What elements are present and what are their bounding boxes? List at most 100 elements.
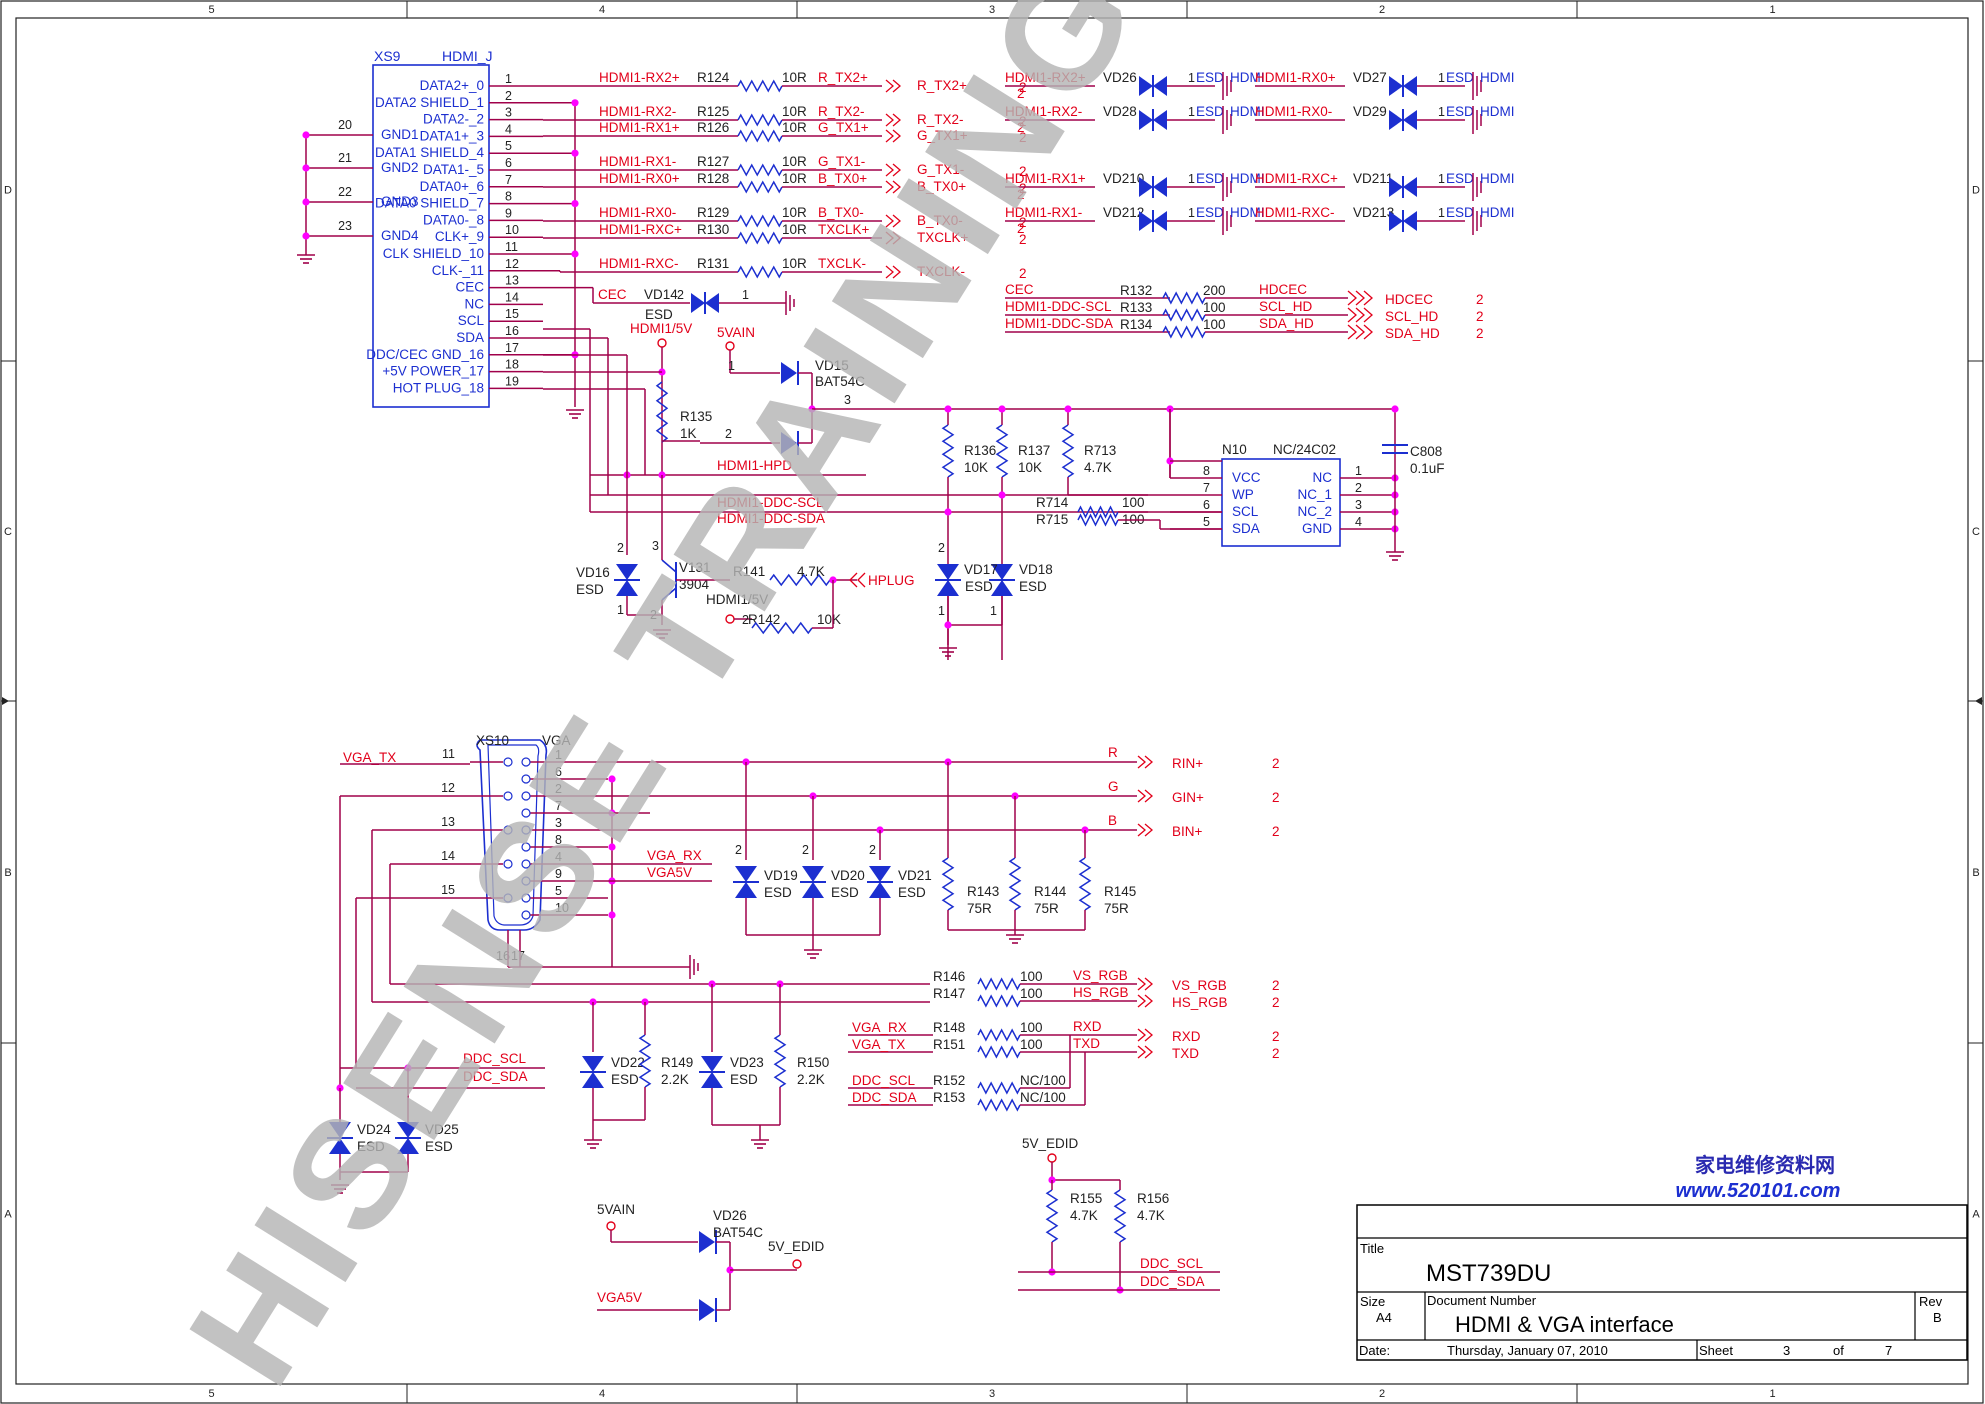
hdmi5v-label: HDMI1/5V bbox=[630, 321, 692, 336]
hdmi-connector-name: HDMI_J bbox=[442, 48, 493, 64]
docnum-label: Document Number bbox=[1427, 1293, 1537, 1308]
esd-net-label: HDMI1-RX0+ bbox=[1255, 70, 1336, 85]
diode-triangle bbox=[1403, 76, 1417, 96]
vga-pin-circle bbox=[521, 859, 531, 869]
hdmi5v-net: HDMI1/5V bbox=[706, 592, 768, 607]
sheet-ref: 2 bbox=[1272, 824, 1280, 839]
transistor-ref: V131 bbox=[679, 560, 711, 575]
hdmi-out-port: R_TX2- bbox=[917, 112, 964, 127]
resistor-ref: R713 bbox=[1084, 443, 1116, 458]
esd-diode bbox=[1389, 176, 1417, 198]
esd-label: ESD bbox=[1019, 579, 1047, 594]
resistor-value: 100 bbox=[1203, 300, 1226, 315]
hdmi-pin-name: DATA0-_8 bbox=[423, 212, 484, 227]
hdmi-pin-number: 8 bbox=[505, 190, 512, 204]
doc-value: HDMI & VGA interface bbox=[1455, 1312, 1674, 1337]
hdmi-pin-number: 14 bbox=[505, 290, 519, 304]
esd-net-label: HDMI1-RX2- bbox=[1005, 104, 1082, 119]
sheet-ref: 2 bbox=[1272, 756, 1280, 771]
esd-tag: HDMI bbox=[1230, 70, 1265, 85]
sheet-ref: 2 bbox=[1019, 130, 1027, 145]
diode-triangle bbox=[1403, 211, 1417, 231]
sync-port: HS_RGB bbox=[1172, 995, 1228, 1010]
ground-symbol bbox=[750, 1139, 770, 1149]
resistor-ref: R151 bbox=[933, 1037, 965, 1052]
vga-tx-label: VGA_TX bbox=[343, 750, 396, 765]
title-block: Title MST739DU Size A4 Document Number H… bbox=[1356, 1204, 1968, 1361]
eeprom-pin-name: WP bbox=[1232, 487, 1254, 502]
eeprom-pin-name: SCL bbox=[1232, 504, 1259, 519]
frame-row-label: D bbox=[1972, 185, 1980, 197]
esd-diode bbox=[800, 866, 826, 898]
resistor bbox=[638, 1034, 652, 1088]
hdmi-out-net: R_TX2- bbox=[818, 104, 865, 119]
frame-row-label: C bbox=[4, 526, 12, 538]
diode-triangle bbox=[1389, 177, 1403, 197]
sheet-ref: 2 bbox=[1476, 326, 1484, 341]
resistor bbox=[941, 424, 955, 478]
vga5v-label: VGA5V bbox=[597, 1290, 642, 1305]
offpage-port bbox=[1137, 977, 1153, 991]
esd-label: ESD bbox=[1196, 171, 1224, 186]
pin-number: 2 bbox=[938, 541, 945, 555]
sync-net-label: VS_RGB bbox=[1073, 968, 1128, 983]
diode-triangle bbox=[1403, 177, 1417, 197]
esd-tag: HDMI bbox=[1480, 171, 1515, 186]
resistor bbox=[977, 1045, 1021, 1059]
resistor bbox=[995, 424, 1009, 478]
frame-row-label: B bbox=[4, 867, 11, 879]
frame-col-label: 5 bbox=[208, 4, 214, 16]
vga-pin-circle bbox=[521, 876, 531, 886]
vga-name: VGA bbox=[542, 733, 571, 748]
hdmi-net-label: HDMI1-RXC+ bbox=[599, 222, 682, 237]
vga-pin-circle bbox=[521, 791, 531, 801]
vga-pin-number: 9 bbox=[555, 867, 562, 881]
sheet-label: Sheet bbox=[1699, 1343, 1733, 1358]
sheet-ref: 2 bbox=[1017, 187, 1025, 202]
esd-tag: HDMI bbox=[1480, 205, 1515, 220]
esd-diode bbox=[1389, 109, 1417, 131]
diode-triangle bbox=[781, 362, 797, 384]
esd-ref: VD213 bbox=[1353, 205, 1394, 220]
hdmi-net-label: HDMI1-RX1+ bbox=[599, 120, 680, 135]
frame-center-arrow bbox=[2, 697, 9, 705]
diode-ref: VD15 bbox=[815, 358, 849, 373]
ddc-out-net: HDCEC bbox=[1259, 282, 1307, 297]
hdmi-pin-name: +5V POWER_17 bbox=[382, 364, 484, 379]
esd-label: ESD bbox=[1446, 171, 1474, 186]
ddc-out-net: SDA_HD bbox=[1259, 316, 1314, 331]
pin-number: 2 bbox=[869, 843, 876, 857]
esd-label: ESD bbox=[730, 1072, 758, 1087]
resistor bbox=[977, 1028, 1021, 1042]
offpage-port bbox=[849, 572, 866, 588]
resistor bbox=[941, 857, 955, 911]
vga-pin-circle bbox=[521, 808, 531, 818]
hdmi-pin-name: CEC bbox=[455, 280, 484, 295]
pin-number: 8 bbox=[1203, 464, 1210, 478]
vga-pin-number: 16 bbox=[496, 949, 510, 963]
resistor-ref: R135 bbox=[680, 409, 712, 424]
diode-triangle bbox=[397, 1122, 419, 1138]
vga-color-port: RIN+ bbox=[1172, 756, 1203, 771]
edid-label: 5V_EDID bbox=[1022, 1136, 1079, 1151]
resistor-value: 1K bbox=[680, 426, 697, 441]
esd-ref: VD14 bbox=[644, 287, 678, 302]
resistor-ref: R134 bbox=[1120, 317, 1153, 332]
esd-diode-vd16 bbox=[614, 564, 640, 596]
eeprom-pin-name: NC_1 bbox=[1297, 487, 1332, 502]
resistor-value: 100 bbox=[1122, 495, 1145, 510]
bidir-port bbox=[1347, 307, 1373, 323]
ddc-out-port: SDA_HD bbox=[1385, 326, 1440, 341]
pin-number: 4 bbox=[1355, 515, 1362, 529]
esd-diode bbox=[699, 1056, 725, 1088]
hdmi-pin-name: CLK+_9 bbox=[435, 229, 484, 244]
ddc-sda-label: DDC_SDA bbox=[463, 1069, 528, 1084]
esd-label: ESD bbox=[576, 582, 604, 597]
ddc-net-label: CEC bbox=[1005, 282, 1034, 297]
hdmi-pin-name: DATA0 SHIELD_7 bbox=[375, 196, 484, 211]
hdmi-out-net: B_TX0- bbox=[818, 205, 864, 220]
pin-number: 1 bbox=[1438, 71, 1445, 85]
esd-label: ESD bbox=[764, 885, 792, 900]
power-terminal bbox=[725, 341, 735, 351]
bidir-port bbox=[1347, 290, 1373, 306]
